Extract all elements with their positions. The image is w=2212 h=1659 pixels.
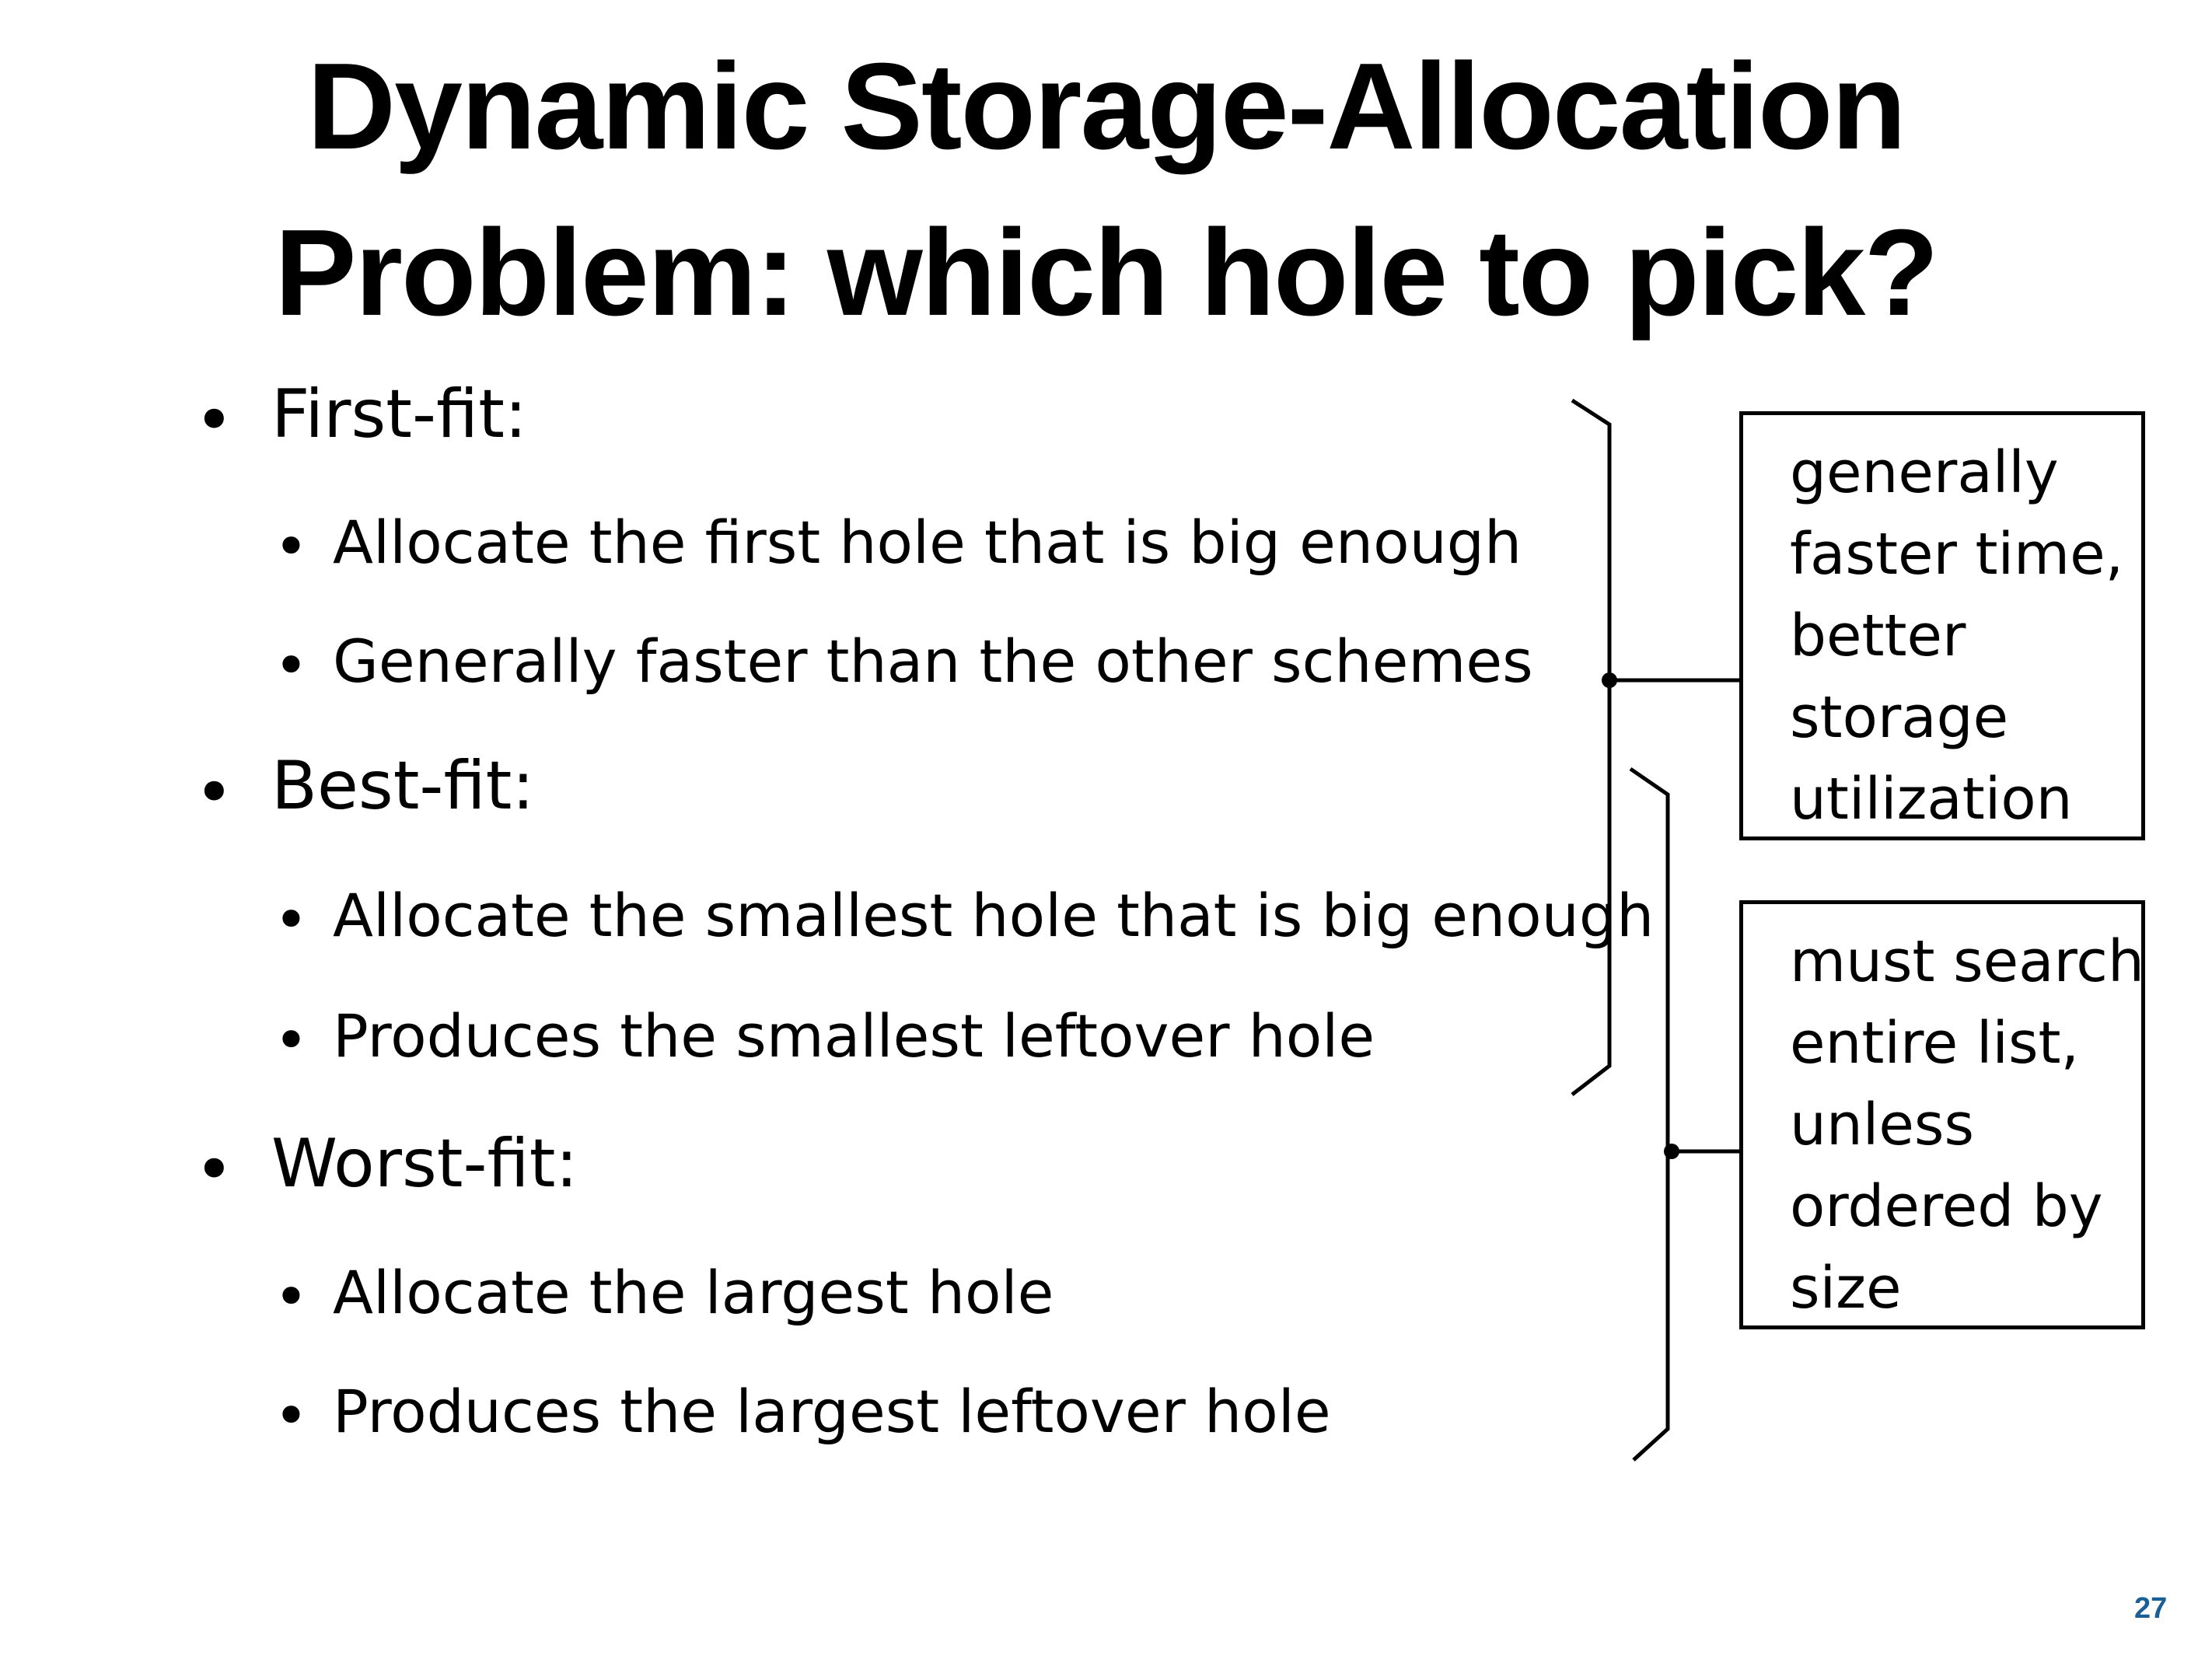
sub-bullet: Allocate the smallest hole that is big e…: [333, 881, 1655, 950]
slide-title-line-2: Problem: which hole to pick?: [274, 204, 1939, 341]
sub-bullet: Produces the smallest leftover hole: [333, 1001, 1375, 1070]
slide-title-line-1: Dynamic Storage-Allocation: [306, 38, 1906, 175]
bracket-first-best: [1571, 398, 1612, 1096]
bullet-icon: •: [274, 1005, 309, 1074]
bullet-icon: •: [274, 1381, 309, 1450]
callout-line: size: [1790, 1255, 1902, 1322]
bullet-icon: •: [194, 382, 234, 459]
callout-line: utilization: [1790, 766, 2073, 833]
sub-bullet: Allocate the largest hole: [333, 1258, 1054, 1327]
callout-box-speed: generally faster time, better storage ut…: [1739, 411, 2145, 840]
bullet-icon: •: [194, 1131, 234, 1209]
callout-box-search: must search entire list, unless ordered …: [1739, 900, 2145, 1329]
bullet-icon: •: [274, 630, 309, 700]
connector-dot-1: [1602, 672, 1617, 688]
sub-bullet: Produces the largest leftover hole: [333, 1377, 1331, 1446]
bullet-icon: •: [274, 1262, 309, 1331]
bullet-best-fit: Best-fit:: [271, 747, 535, 825]
callout-line: better: [1790, 602, 1966, 669]
connector-dot-2: [1664, 1144, 1679, 1159]
bullet-icon: •: [274, 512, 309, 581]
callout-line: faster time,: [1790, 521, 2124, 588]
bullet-first-fit: First-fit:: [271, 375, 527, 453]
bracket-best-worst: [1629, 767, 1670, 1462]
sub-bullet: Allocate the first hole that is big enou…: [333, 508, 1522, 577]
bullet-icon: •: [274, 885, 309, 954]
bullet-worst-fit: Worst-fit:: [271, 1125, 578, 1203]
sub-bullet: Generally faster than the other schemes: [333, 627, 1533, 696]
callout-line: must search: [1790, 928, 2144, 995]
callout-line: generally: [1790, 439, 2059, 506]
callout-line: storage: [1790, 684, 2009, 751]
bullet-icon: •: [194, 754, 234, 832]
callout-line: entire list,: [1790, 1010, 2080, 1077]
page-number: 27: [2134, 1592, 2168, 1625]
callout-line: unless: [1790, 1091, 1974, 1158]
callout-line: ordered by: [1790, 1173, 2103, 1240]
